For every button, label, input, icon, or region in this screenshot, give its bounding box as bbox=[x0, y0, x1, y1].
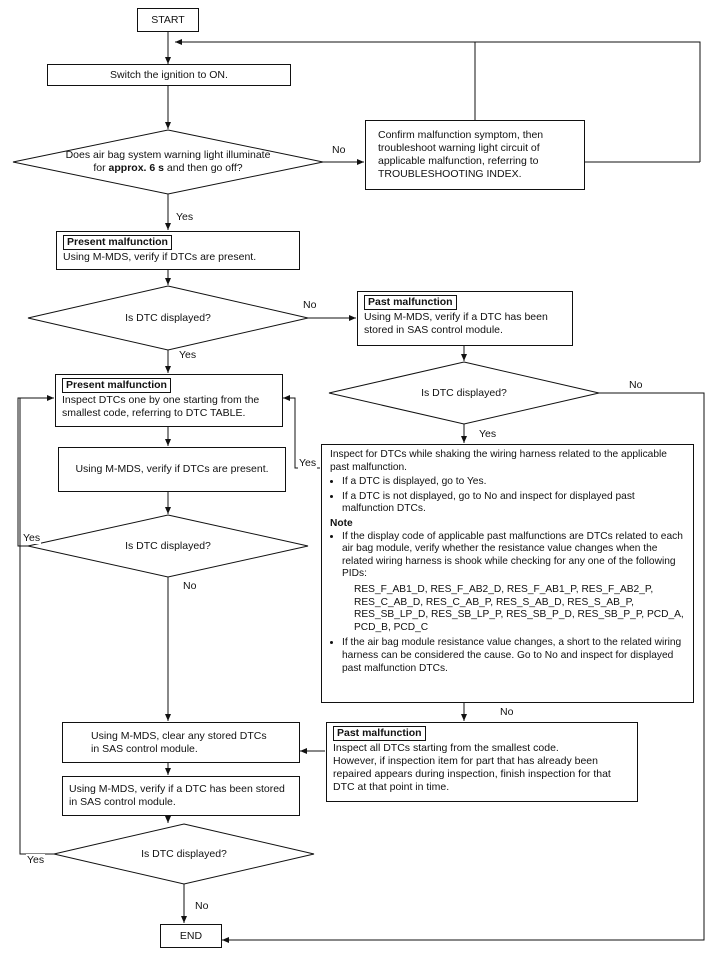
inspect-shaking-bullet-1: If a DTC is displayed, go to Yes. bbox=[342, 476, 685, 489]
present-malfunction-box-2: Present malfunction Inspect DTCs one by … bbox=[55, 374, 283, 427]
question-warning-light-line1: Does air bag system warning light illumi… bbox=[65, 149, 271, 161]
step-ignition-on: Switch the ignition to ON. bbox=[47, 64, 291, 86]
question-dtc-2: Is DTC displayed? bbox=[125, 540, 211, 552]
confirm-symptom-box: Confirm malfunction symptom, then troubl… bbox=[365, 120, 585, 190]
label-yes-dtc-past: Yes bbox=[478, 428, 498, 440]
inspect-shaking-bullet-2: If a DTC is not displayed, go to No and … bbox=[342, 491, 685, 516]
label-yes-dtc-2: Yes bbox=[22, 532, 42, 544]
inspect-shaking-bullets: If a DTC is displayed, go to Yes. If a D… bbox=[330, 476, 685, 516]
question-dtc-past: Is DTC displayed? bbox=[421, 387, 507, 399]
label-yes-warning-light: Yes bbox=[175, 211, 195, 223]
label-no-dtc-past: No bbox=[628, 379, 644, 391]
verify-dtcs-box: Using M-MDS, verify if DTCs are present. bbox=[58, 447, 286, 492]
label-no-warning-light: No bbox=[331, 144, 347, 156]
label-no-inspect: No bbox=[499, 706, 515, 718]
label-no-dtc-2: No bbox=[182, 580, 198, 592]
question-warning-light: Does air bag system warning light illumi… bbox=[65, 149, 271, 174]
inspect-shaking-box: Inspect for DTCs while shaking the wirin… bbox=[321, 444, 694, 703]
note-bullet-2: If the air bag module resistance value c… bbox=[342, 637, 685, 675]
end-terminal: END bbox=[160, 924, 222, 948]
label-yes-dtc-3: Yes bbox=[26, 854, 46, 866]
label-yes-dtc-1: Yes bbox=[178, 349, 198, 361]
present-malfunction-title-2: Present malfunction bbox=[62, 378, 171, 393]
past-malfunction-title-2: Past malfunction bbox=[333, 726, 426, 741]
pid-list: RES_F_AB1_D, RES_F_AB2_D, RES_F_AB1_P, R… bbox=[354, 583, 684, 633]
label-yes-inspect: Yes bbox=[298, 457, 318, 469]
note-title: Note bbox=[330, 517, 353, 529]
note-bullet-1: If the display code of applicable past m… bbox=[342, 531, 685, 635]
question-dtc-1: Is DTC displayed? bbox=[125, 312, 211, 324]
start-terminal: START bbox=[137, 8, 199, 32]
present-malfunction-box-1: Present malfunction Using M-MDS, verify … bbox=[56, 231, 300, 270]
label-no-dtc-1: No bbox=[302, 299, 318, 311]
clear-dtcs-box: Using M-MDS, clear any stored DTCs in SA… bbox=[62, 722, 300, 763]
past-malfunction-box-2: Past malfunction Inspect all DTCs starti… bbox=[326, 722, 638, 802]
present-malfunction-title-1: Present malfunction bbox=[63, 235, 172, 250]
label-no-dtc-3: No bbox=[194, 900, 210, 912]
inspect-shaking-intro: Inspect for DTCs while shaking the wirin… bbox=[330, 449, 667, 473]
verify-stored-box: Using M-MDS, verify if a DTC has been st… bbox=[62, 776, 300, 816]
note-bullets: If the display code of applicable past m… bbox=[330, 531, 685, 676]
question-dtc-3: Is DTC displayed? bbox=[141, 848, 227, 860]
past-malfunction-box-1: Past malfunction Using M-MDS, verify if … bbox=[357, 291, 573, 346]
past-malfunction-title-1: Past malfunction bbox=[364, 295, 457, 310]
